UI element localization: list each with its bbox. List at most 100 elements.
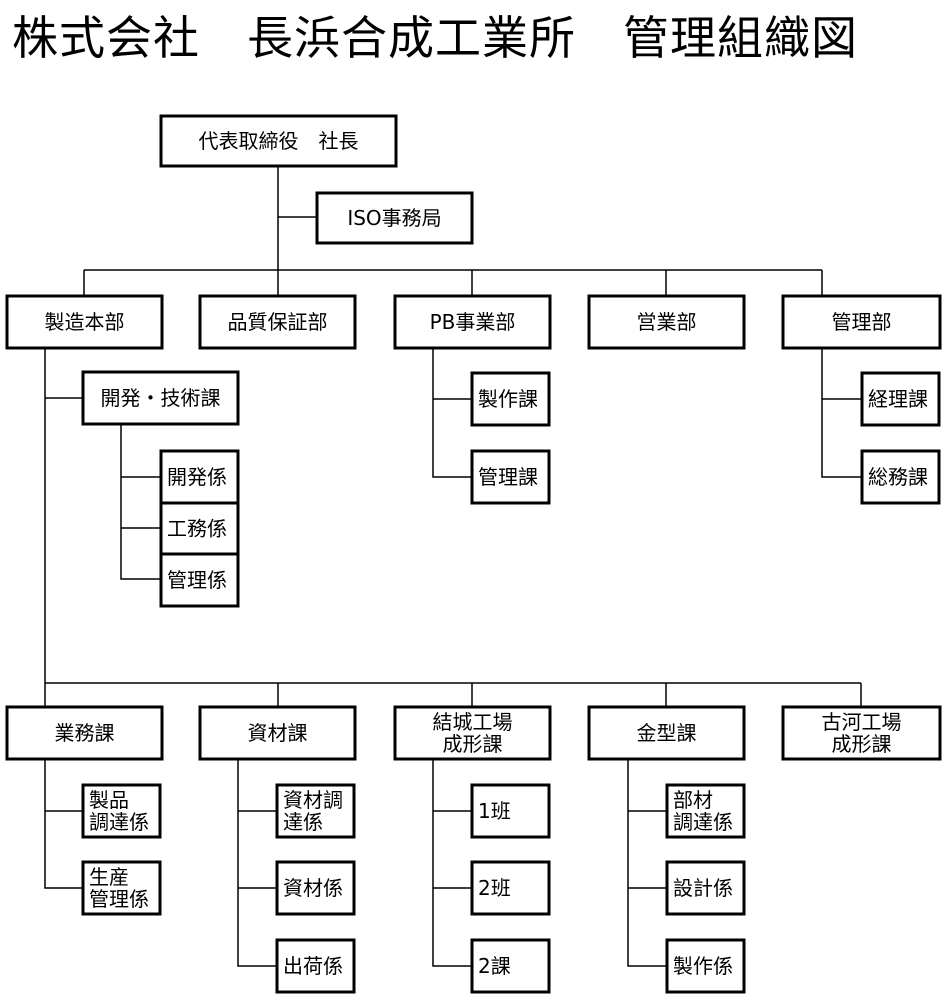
box-iso-office-label: ISO事務局: [347, 206, 441, 230]
box-border: [275, 938, 356, 994]
box-material-unit: 資材係: [275, 860, 356, 916]
box-pb-division: PB事業部: [393, 294, 552, 350]
box-dev-tech: 開発・技術課: [81, 370, 240, 426]
box-materials-label: 資材課: [248, 721, 308, 745]
box-team-1: 1班: [470, 783, 551, 839]
box-quality: 品質保証部: [198, 294, 357, 350]
connector-line: [237, 759, 277, 967]
box-mgmt-unit-label: 管理係: [167, 568, 227, 592]
box-pb-management: 管理課: [470, 449, 551, 505]
box-koga-molding-label: 古河工場成形課: [822, 710, 902, 756]
box-dev-unit: 開発係: [159, 449, 240, 505]
box-president: 代表取締役 社長: [159, 114, 398, 168]
box-team-2: 2班: [470, 860, 551, 916]
box-border: [81, 370, 240, 426]
box-manufacturing: 製造本部: [5, 294, 164, 350]
connector-line: [627, 759, 667, 967]
connector-line: [432, 348, 472, 478]
box-border: [198, 294, 357, 350]
box-pb-management-label: 管理課: [478, 465, 538, 489]
box-admin: 管理部: [781, 294, 942, 350]
box-mold-production: 製作係: [665, 938, 746, 994]
box-design-unit: 設計係: [665, 860, 746, 916]
box-border: [665, 860, 746, 916]
box-border: [81, 783, 162, 839]
box-mold-label: 金型課: [637, 721, 697, 745]
box-pb-production: 製作課: [470, 371, 551, 427]
box-border: [315, 191, 474, 245]
box-border: [393, 705, 552, 761]
box-yuki-molding: 結城工場成形課: [393, 705, 552, 761]
box-design-unit-label: 設計係: [673, 876, 733, 900]
box-team-2-label: 2班: [478, 876, 511, 900]
box-border: [159, 552, 240, 608]
box-product-procurement-label: 製品調達係: [89, 788, 149, 834]
box-pb-division-label: PB事業部: [430, 310, 516, 334]
box-border: [470, 449, 551, 505]
box-iso-office: ISO事務局: [315, 191, 474, 245]
box-shipping-unit-label: 出荷係: [283, 954, 343, 978]
box-mold: 金型課: [587, 705, 746, 761]
box-team-1-label: 1班: [478, 799, 511, 823]
box-border: [159, 501, 240, 556]
box-border: [470, 783, 551, 839]
box-production-mgmt: 生産管理係: [81, 860, 162, 916]
box-border: [275, 783, 356, 839]
box-border: [81, 860, 162, 916]
box-accounting-label: 経理課: [868, 387, 928, 411]
box-sales-label: 営業部: [637, 310, 697, 334]
box-dev-unit-label: 開発係: [167, 465, 227, 489]
box-border: [393, 294, 552, 350]
box-border: [470, 860, 551, 916]
box-shipping-unit: 出荷係: [275, 938, 356, 994]
box-border: [587, 705, 746, 761]
box-manufacturing-label: 製造本部: [45, 310, 125, 334]
box-parts-procurement-label: 部材調達係: [673, 788, 733, 834]
box-business-label: 業務課: [55, 721, 115, 745]
box-border: [470, 371, 551, 427]
box-section-2: 2課: [470, 938, 551, 994]
box-border: [470, 938, 551, 994]
box-border: [275, 860, 356, 916]
box-admin-label: 管理部: [832, 310, 892, 334]
box-product-procurement: 製品調達係: [81, 783, 162, 839]
box-material-procurement: 資材調達係: [275, 783, 356, 839]
box-border: [198, 705, 357, 761]
box-border: [781, 294, 942, 350]
box-border: [587, 294, 746, 350]
box-border: [5, 294, 164, 350]
box-material-procurement-label: 資材調達係: [283, 788, 343, 834]
box-border: [781, 705, 942, 761]
box-works-unit-label: 工務係: [167, 517, 227, 541]
box-mold-production-label: 製作係: [673, 954, 733, 978]
box-border: [5, 705, 164, 761]
box-yuki-molding-label: 結城工場成形課: [433, 710, 513, 756]
box-mgmt-unit: 管理係: [159, 552, 240, 608]
box-general-affairs: 総務課: [860, 449, 941, 505]
box-production-mgmt-label: 生産管理係: [89, 865, 149, 911]
connector-line: [44, 759, 83, 889]
box-border: [159, 114, 398, 168]
connector-line: [432, 759, 472, 967]
box-dev-tech-label: 開発・技術課: [101, 386, 221, 410]
page-title: 株式会社 長浜合成工業所 管理組織図: [12, 11, 858, 65]
box-section-2-label: 2課: [478, 954, 511, 978]
box-sales: 営業部: [587, 294, 746, 350]
box-accounting: 経理課: [860, 371, 941, 427]
box-general-affairs-label: 総務課: [868, 465, 928, 489]
box-parts-procurement: 部材調達係: [665, 783, 746, 839]
box-border: [860, 449, 941, 505]
connector-lines: [44, 166, 862, 967]
box-border: [665, 783, 746, 839]
box-materials: 資材課: [198, 705, 357, 761]
box-material-unit-label: 資材係: [283, 876, 343, 900]
box-pb-production-label: 製作課: [478, 387, 538, 411]
box-president-label: 代表取締役 社長: [199, 129, 359, 153]
box-quality-label: 品質保証部: [228, 310, 328, 334]
box-border: [159, 449, 240, 505]
box-koga-molding: 古河工場成形課: [781, 705, 942, 761]
box-business: 業務課: [5, 705, 164, 761]
box-border: [665, 938, 746, 994]
